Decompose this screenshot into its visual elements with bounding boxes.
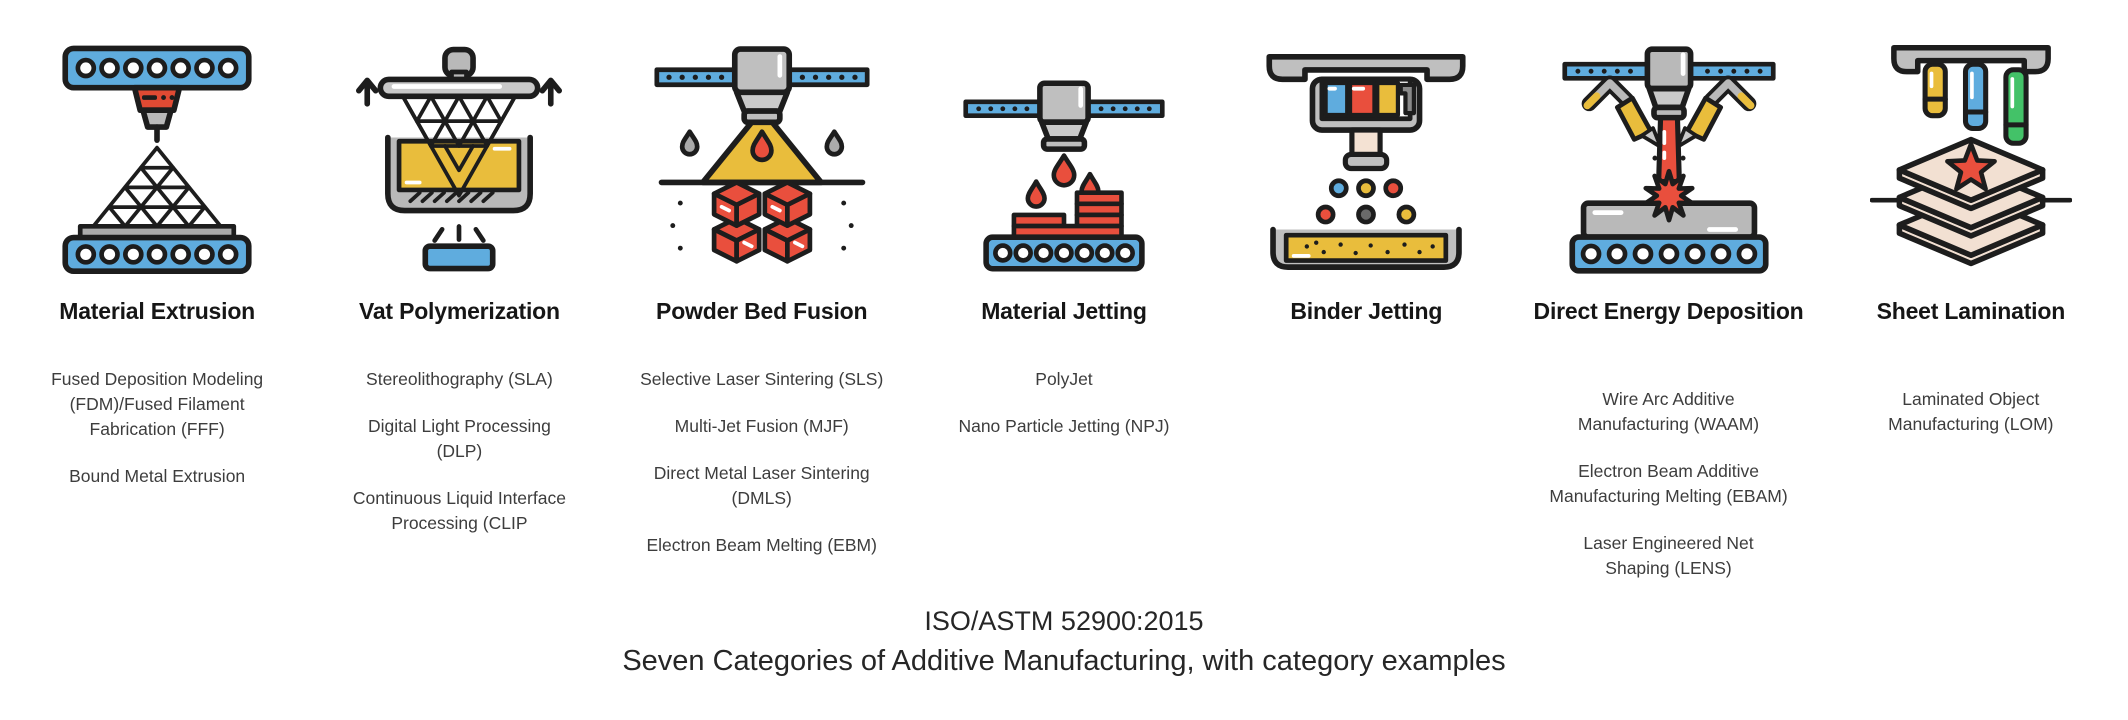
binder-jetting-icon [1258, 30, 1474, 282]
category-examples: Wire Arc Additive Manufacturing (WAAM) E… [1549, 387, 1787, 581]
category-column-binder-jetting: Binder Jetting [1215, 30, 1517, 581]
category-example: Electron Beam Melting (EBM) [646, 535, 877, 555]
category-title: Vat Polymerization [358, 298, 560, 324]
caption-subtitle: Seven Categories of Additive Manufacturi… [622, 645, 1506, 677]
category-example: Continuous Liquid Interface Processing (… [352, 488, 566, 533]
category-examples: Laminated Object Manufacturing (LOM) [1888, 387, 2053, 437]
category-example: Digital Light Processing (DLP) [367, 416, 551, 461]
category-title: Sheet Lamination [1876, 298, 2066, 324]
vat-polymerization-icon [356, 30, 563, 282]
sheet-lamination-icon [1869, 30, 2072, 282]
category-example: Multi-Jet Fusion (MJF) [674, 416, 849, 436]
category-example: Selective Laser Sintering (SLS) [640, 369, 884, 389]
direct-energy-deposition-icon [1561, 30, 1777, 282]
category-title: Binder Jetting [1290, 298, 1443, 324]
category-title: Material Extrusion [59, 298, 256, 324]
category-column-vat-polymerization: Vat Polymerization Stereolithography (SL… [308, 30, 610, 581]
category-examples: Selective Laser Sintering (SLS) Multi-Je… [640, 367, 883, 558]
category-example: Bound Metal Extrusion [69, 466, 246, 486]
category-columns: Material Extrusion Fused Deposition Mode… [6, 30, 2122, 581]
category-title: Direct Energy Deposition [1533, 298, 1804, 324]
powder-bed-fusion-icon [654, 30, 870, 282]
category-example: Laser Engineered Net Shaping (LENS) [1583, 533, 1754, 578]
category-examples: Stereolithography (SLA) Digital Light Pr… [353, 367, 566, 536]
category-example: Fused Deposition Modeling (FDM)/Fused Fi… [51, 369, 264, 439]
caption: ISO/ASTM 52900:2015 Seven Categories of … [0, 604, 2128, 680]
material-jetting-icon [962, 30, 1166, 282]
category-examples: PolyJet Nano Particle Jetting (NPJ) [958, 367, 1169, 439]
category-column-material-extrusion: Material Extrusion Fused Deposition Mode… [6, 30, 308, 581]
caption-standard-number: ISO/ASTM 52900:2015 [924, 606, 1204, 636]
category-column-powder-bed-fusion: Powder Bed Fusion Selective Laser Sinter… [611, 30, 913, 581]
category-example: Stereolithography (SLA) [366, 369, 553, 389]
category-example: PolyJet [1035, 369, 1093, 389]
material-extrusion-icon [54, 30, 260, 282]
category-example: Laminated Object Manufacturing (LOM) [1888, 389, 2054, 434]
category-title: Powder Bed Fusion [656, 298, 868, 324]
category-example: Wire Arc Additive Manufacturing (WAAM) [1577, 389, 1760, 434]
category-example: Direct Metal Laser Sintering (DMLS) [653, 463, 870, 508]
category-column-material-jetting: Material Jetting PolyJet Nano Particle J… [913, 30, 1215, 581]
category-column-direct-energy-deposition: Direct Energy Deposition Wire Arc Additi… [1517, 30, 1819, 581]
category-column-sheet-lamination: Sheet Lamination Laminated Object Manufa… [1820, 30, 2122, 581]
category-title: Material Jetting [981, 298, 1147, 324]
category-example: Electron Beam Additive Manufacturing Mel… [1549, 461, 1788, 506]
category-examples: Fused Deposition Modeling (FDM)/Fused Fi… [51, 367, 263, 489]
category-example: Nano Particle Jetting (NPJ) [958, 416, 1170, 436]
